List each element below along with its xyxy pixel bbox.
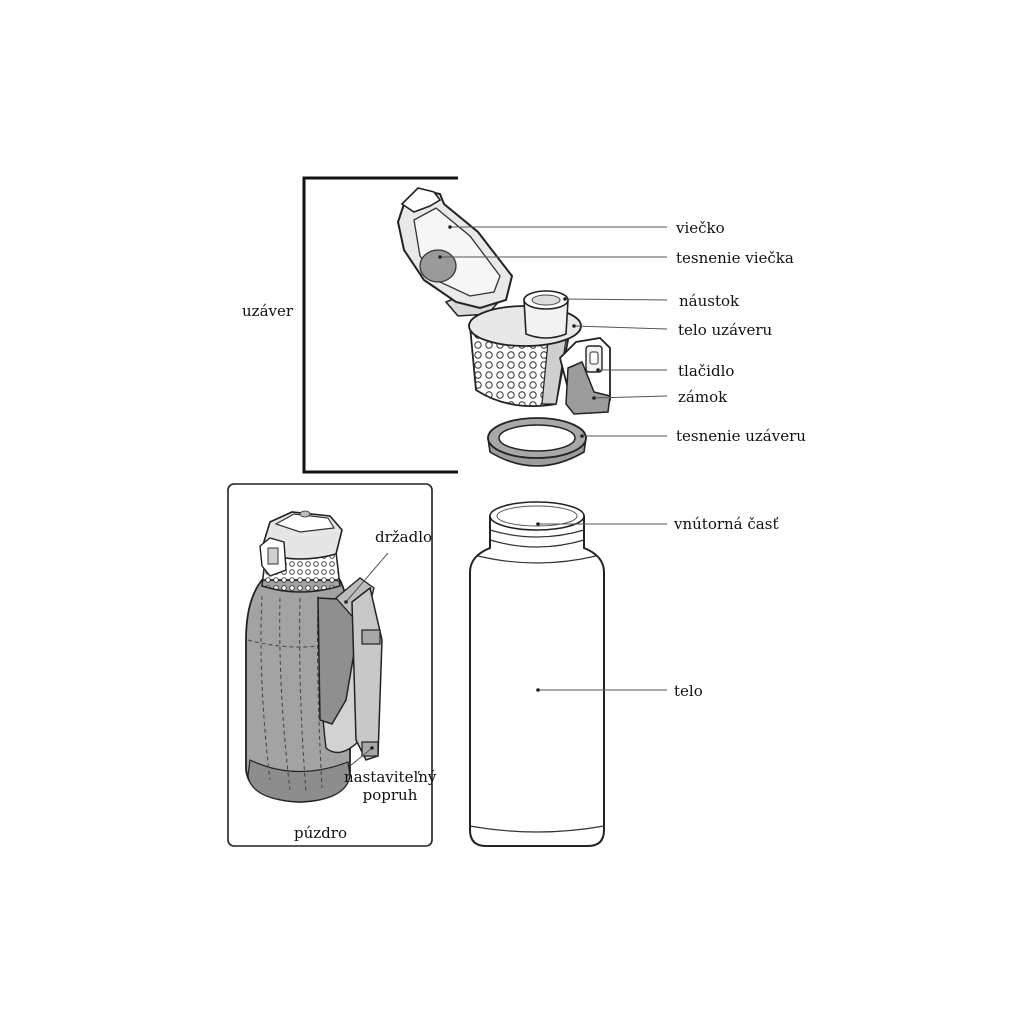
label-lid-assembly: uzáver: [242, 302, 294, 320]
leader-lines: [345, 226, 668, 767]
lid-body-illustration: [468, 290, 611, 415]
label-button: tlačidlo: [678, 362, 735, 380]
label-spout: náustok: [679, 292, 740, 310]
label-handle: držadlo: [375, 528, 433, 546]
lid-illustration: [396, 187, 514, 317]
lid-seal-illustration: [487, 417, 587, 467]
label-lock: zámok: [678, 388, 728, 406]
leader-dots: [344, 225, 600, 750]
label-strap-line2: popruh: [362, 786, 418, 804]
label-lid-seal: tesnenie uzáveru: [676, 427, 806, 445]
label-lid-body: telo uzáveru: [678, 321, 773, 339]
label-lid: viečko: [676, 219, 725, 237]
label-inner: vnútorná časť: [674, 515, 779, 533]
label-body: telo: [674, 682, 703, 700]
label-case: púzdro: [294, 824, 347, 842]
label-strap-line1: nastaviteľný: [344, 768, 437, 786]
label-lid-gasket: tesnenie viečka: [676, 249, 794, 267]
lid-assembly-bracket: [302, 176, 458, 474]
bottle-body-illustration: [469, 501, 605, 847]
case-illustration: [245, 510, 383, 803]
